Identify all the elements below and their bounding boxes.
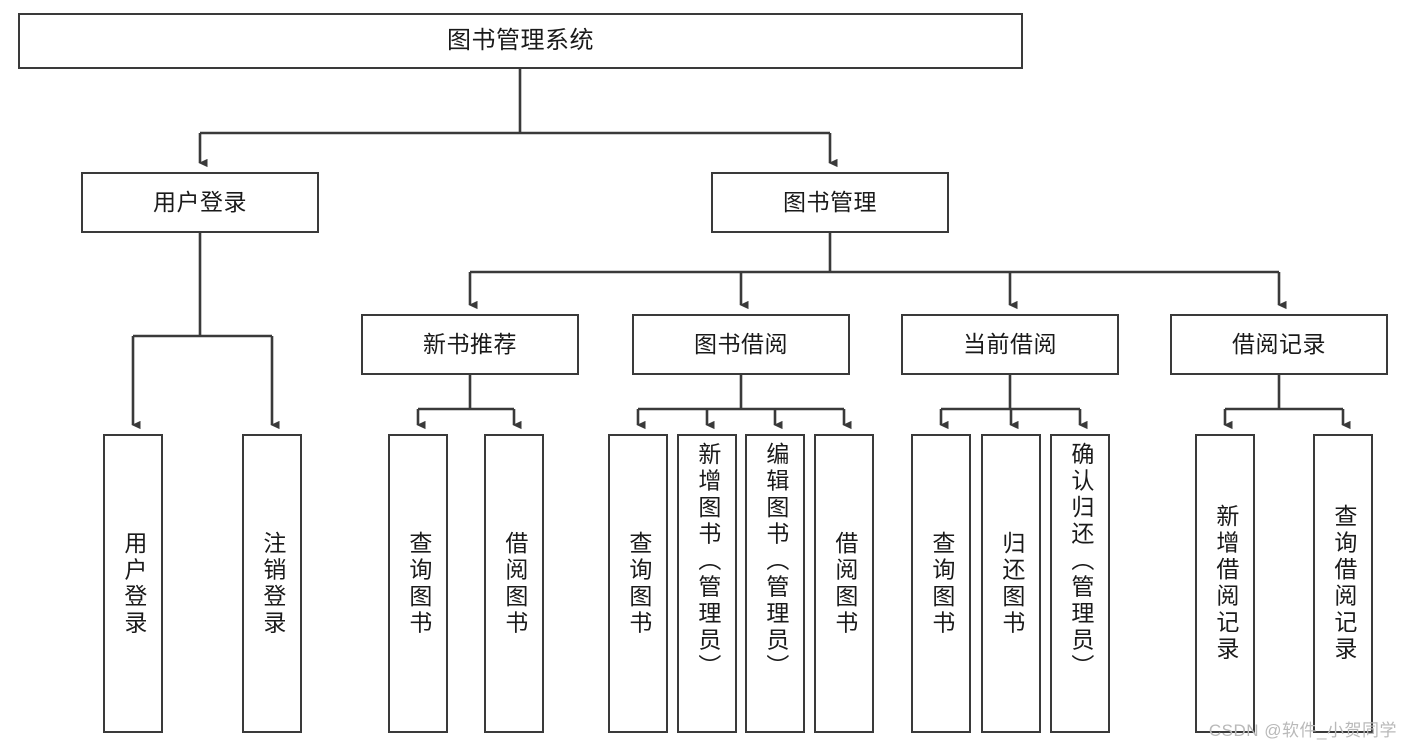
node-leaf-user-login[interactable]: 用户登录	[103, 434, 163, 733]
node-leaf-query-record-label: 查询借阅记录	[1330, 504, 1357, 663]
node-leaf-query-record[interactable]: 查询借阅记录	[1313, 434, 1373, 733]
node-leaf-borrow-book-2-label: 借阅图书	[831, 530, 858, 637]
node-leaf-query-book-2-label: 查询图书	[625, 530, 652, 637]
csdn-watermark: CSDN @软件_小贺同学	[1208, 721, 1397, 740]
node-leaf-query-book-1[interactable]: 查询图书	[388, 434, 448, 733]
node-leaf-add-book[interactable]: 新增图书（管理员）	[677, 434, 737, 733]
node-leaf-query-book-1-label: 查询图书	[405, 530, 432, 637]
node-user-login[interactable]: 用户登录	[81, 172, 319, 233]
node-current-borrow[interactable]: 当前借阅	[901, 314, 1119, 375]
node-leaf-confirm-return[interactable]: 确认归还（管理员）	[1050, 434, 1110, 733]
node-leaf-query-book-2[interactable]: 查询图书	[608, 434, 668, 733]
node-current-borrow-label: 当前借阅	[963, 331, 1057, 357]
node-root[interactable]: 图书管理系统	[18, 13, 1023, 69]
node-leaf-add-book-label: 新增图书（管理员）	[694, 442, 721, 681]
node-book-manage-label: 图书管理	[783, 189, 877, 215]
node-leaf-confirm-return-label: 确认归还（管理员）	[1067, 442, 1094, 681]
node-leaf-user-logout-label: 注销登录	[259, 530, 286, 637]
node-leaf-user-logout[interactable]: 注销登录	[242, 434, 302, 733]
node-book-borrow[interactable]: 图书借阅	[632, 314, 850, 375]
node-leaf-edit-book-label: 编辑图书（管理员）	[762, 442, 789, 681]
node-leaf-user-login-label: 用户登录	[120, 530, 147, 637]
node-leaf-borrow-book-1-label: 借阅图书	[501, 530, 528, 637]
node-new-book-rec-label: 新书推荐	[423, 331, 517, 357]
node-root-label: 图书管理系统	[447, 27, 594, 54]
node-leaf-borrow-book-2[interactable]: 借阅图书	[814, 434, 874, 733]
node-leaf-query-book-3-label: 查询图书	[928, 530, 955, 637]
node-leaf-edit-book[interactable]: 编辑图书（管理员）	[745, 434, 805, 733]
node-book-borrow-label: 图书借阅	[694, 331, 788, 357]
node-borrow-record[interactable]: 借阅记录	[1170, 314, 1388, 375]
node-leaf-return-book[interactable]: 归还图书	[981, 434, 1041, 733]
node-leaf-return-book-label: 归还图书	[998, 530, 1025, 637]
node-leaf-add-record-label: 新增借阅记录	[1212, 504, 1239, 663]
node-book-manage[interactable]: 图书管理	[711, 172, 949, 233]
node-borrow-record-label: 借阅记录	[1232, 331, 1326, 357]
node-new-book-rec[interactable]: 新书推荐	[361, 314, 579, 375]
node-leaf-borrow-book-1[interactable]: 借阅图书	[484, 434, 544, 733]
node-user-login-label: 用户登录	[153, 189, 247, 215]
node-leaf-query-book-3[interactable]: 查询图书	[911, 434, 971, 733]
node-leaf-add-record[interactable]: 新增借阅记录	[1195, 434, 1255, 733]
